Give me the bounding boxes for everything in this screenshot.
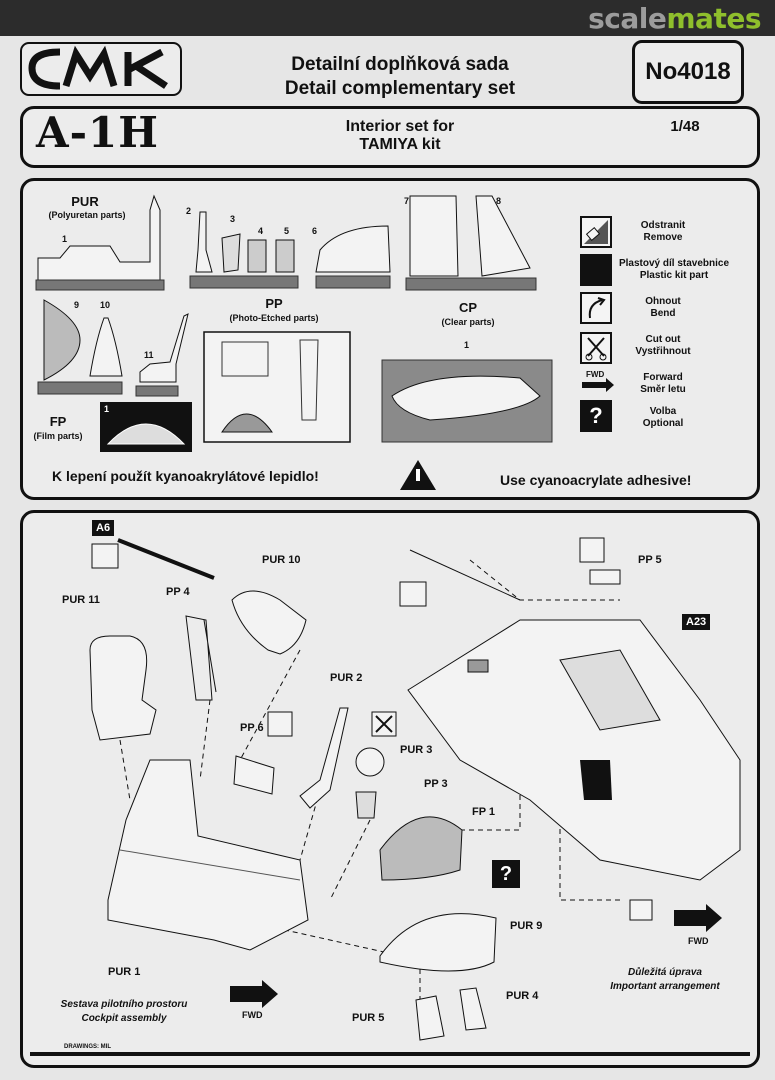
plastic-part-icon xyxy=(580,254,612,286)
subtitle-line2: TAMIYA kit xyxy=(359,136,441,153)
label-fwd-left: FWD xyxy=(242,1010,263,1020)
label-pur3: PUR 3 xyxy=(400,744,433,756)
label-pur10: PUR 10 xyxy=(262,554,301,566)
part-number-9: 9 xyxy=(74,300,80,310)
cp-subtitle: (Clear parts) xyxy=(441,317,495,327)
legend-bend-en: Bend xyxy=(650,308,676,319)
legend-remove-en: Remove xyxy=(643,232,683,243)
part-number-10: 10 xyxy=(100,300,111,310)
legend-optional-en: Optional xyxy=(642,418,684,429)
part-number-2: 2 xyxy=(186,206,192,216)
label-pur4: PUR 4 xyxy=(506,990,539,1002)
adhesive-note-en: Use cyanoacrylate adhesive! xyxy=(500,472,692,488)
legend-remove-cz: Odstranit xyxy=(640,220,686,231)
fp-item-number: 1 xyxy=(104,404,110,414)
title-en: Detail complementary set xyxy=(284,78,516,99)
legend-plastic-cz: Plastový díl stavebnice xyxy=(618,258,730,269)
legend-plastic-en: Plastic kit part xyxy=(639,270,709,281)
label-pur11: PUR 11 xyxy=(62,594,100,606)
label-a6: A6 xyxy=(92,520,115,536)
label-fwd-right: FWD xyxy=(688,936,709,946)
label-pp4: PP 4 xyxy=(166,586,190,598)
caption-important-cz: Důležitá úprava xyxy=(628,967,702,978)
label-fp1: FP 1 xyxy=(472,806,496,818)
cp-item-number: 1 xyxy=(464,340,470,350)
legend-forward-cz: Forward xyxy=(643,372,683,383)
legend-cut-en: Vystřihnout xyxy=(635,346,691,357)
pur-title: PUR xyxy=(71,194,99,209)
part-number-6: 6 xyxy=(312,226,318,236)
part-number-7: 7 xyxy=(404,196,410,206)
legend-cut-cz: Cut out xyxy=(645,334,681,345)
caption-cockpit-en: Cockpit assembly xyxy=(81,1013,167,1024)
label-pp3: PP 3 xyxy=(424,778,448,790)
label-pur9: PUR 9 xyxy=(510,920,543,932)
part-number-1: 1 xyxy=(62,234,68,244)
adhesive-note-cz: K lepení použít kyanoakrylátové lepidlo! xyxy=(52,468,319,484)
pp-title: PP xyxy=(265,296,283,311)
legend-fwd-symbol: FWD xyxy=(586,370,605,379)
bend-icon xyxy=(580,292,612,324)
label-pp6: PP 6 xyxy=(240,722,264,734)
legend-optional-cz: Volba xyxy=(649,406,677,417)
optional-icon: ? xyxy=(492,860,520,888)
part-number-4: 4 xyxy=(258,226,264,236)
cmk-logo xyxy=(20,42,182,96)
top-bar: scalemates xyxy=(0,0,775,36)
part-number-5: 5 xyxy=(284,226,290,236)
pp-subtitle: (Photo-Etched parts) xyxy=(229,313,319,323)
pur-subtitle: (Polyuretan parts) xyxy=(48,210,126,220)
scale: 1/48 xyxy=(670,118,700,135)
part-number-3: 3 xyxy=(230,214,236,224)
caption-important-en: Important arrangement xyxy=(610,981,720,992)
label-a23: A23 xyxy=(682,614,711,630)
drawings-credit: DRAWINGS: MIL xyxy=(64,1044,111,1050)
model-banner xyxy=(20,106,760,168)
caption-cockpit-cz: Sestava pilotního prostoru xyxy=(60,999,188,1010)
label-pur5: PUR 5 xyxy=(352,1012,385,1024)
part-number-8: 8 xyxy=(496,196,502,206)
fp-title: FP xyxy=(49,414,67,429)
set-number: No4018 xyxy=(632,40,744,104)
fp-subtitle: (Film parts) xyxy=(33,431,83,441)
legend-forward-en: Směr letu xyxy=(640,384,686,395)
label-pur2: PUR 2 xyxy=(330,672,363,684)
legend-bend-cz: Ohnout xyxy=(645,296,681,307)
part-number-11: 11 xyxy=(144,350,154,360)
model-name: A-1H xyxy=(36,108,159,157)
cut-out-icon xyxy=(580,332,612,364)
optional-icon: ? xyxy=(580,400,612,432)
title-cz: Detailní doplňková sada xyxy=(291,54,509,75)
label-pur1: PUR 1 xyxy=(108,966,141,978)
label-pp5: PP 5 xyxy=(638,554,662,566)
subtitle-line1: Interior set for xyxy=(345,118,455,135)
remove-icon xyxy=(580,216,612,248)
scalemates-logo[interactable]: scalemates xyxy=(588,2,761,35)
cp-title: CP xyxy=(458,300,478,315)
